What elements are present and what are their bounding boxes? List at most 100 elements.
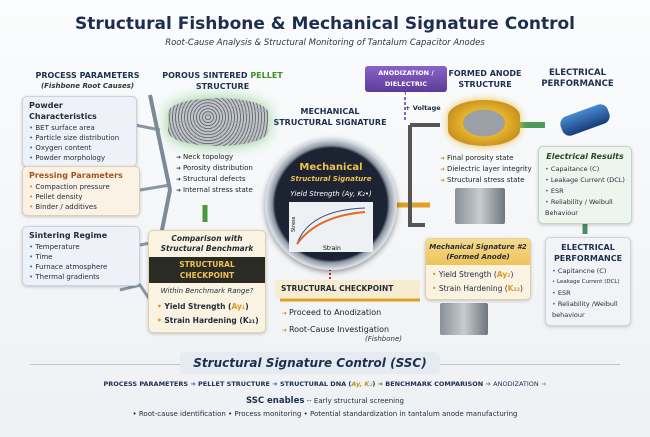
list-item: Capaitance (C) [545, 164, 625, 175]
mech-heading: MECHANICAL STRUCTURAL SIGNATURE [273, 107, 387, 127]
list-item: BET surface area [29, 123, 130, 133]
flow-step: PROCESS PARAMETERS [103, 380, 189, 388]
label: Yield Strength ( [438, 270, 497, 279]
flow-step: STRUCTURAL DNA ( [279, 380, 352, 388]
list-item: Furnace atmosphere [29, 262, 133, 272]
flow-paren: ) [372, 380, 376, 388]
list-item: Compaction pressure [29, 182, 133, 192]
bullet: Process monitoring [234, 410, 302, 418]
process-parameters-heading: PROCESS PARAMETERS(Fishbone Root Causes) [30, 70, 145, 92]
enables-label: SSC enables [245, 396, 305, 406]
bullet: Potential standardization in tantalum an… [309, 410, 518, 418]
checkpoint2-title: STRUCTURAL CHECKPOINT [275, 280, 420, 298]
list-item: ESR [545, 186, 625, 197]
page-title: Structural Fishbone & Mechanical Signatu… [74, 14, 576, 34]
label: Yield Strength ( [164, 302, 232, 311]
pellet-title-b: PELLET [250, 71, 283, 80]
ssc-flow: PROCESS PARAMETERS ➜ PELLET STRUCTURE ➜ … [103, 380, 547, 388]
group-title: Sintering Regime [29, 231, 108, 240]
benchmark-box: Comparison with Structural Benchmark STR… [148, 230, 266, 333]
list-item: Structural stress state [440, 175, 532, 186]
root-cause-option: Root-Cause Investigation [282, 322, 389, 339]
pellet-title-c: STRUCTURE [195, 82, 250, 91]
list-item: Particle size distribution [29, 133, 130, 143]
pellet-features: Neck topologyPorosity distributionStruct… [176, 152, 253, 196]
list-item: Thermal gradients [29, 272, 133, 282]
list-item: Reliability /Weibull behaviour [552, 299, 624, 321]
bullet: Root-cause identification [138, 410, 226, 418]
formed-anode-features: Final porosity stateDielectric layer int… [440, 153, 532, 186]
machine-icon [440, 303, 488, 335]
sintering-regime-box: Sintering Regime TemperatureTimeFurnace … [22, 226, 140, 286]
mechanical-signature-dial: Mechanical Structural Signature Yield St… [265, 138, 397, 270]
y-axis-label: Stress [291, 216, 297, 232]
voltage-label: + Voltage [405, 104, 441, 112]
formed-anode-image [448, 100, 520, 146]
checkpoint-label: STRUCTURAL CHECKPOINT [149, 257, 265, 283]
stress-strain-plot: Stress Strain [289, 202, 373, 252]
electrical-heading: ELECTRICAL PERFORMANCE [541, 68, 614, 89]
pellet-image [168, 98, 268, 146]
benchmark-yield: • Yield Strength (Ay₁) [157, 302, 249, 311]
benchmark-strain: • Strain Hardening (K₂₁) [157, 316, 259, 325]
list-item: Time [29, 252, 133, 262]
list-item: Reliability / Weibull Behaviour [545, 197, 625, 219]
process-subtitle: (Fishbone Root Causes) [40, 82, 135, 90]
checkpoint2-options: Proceed to Anodization Root-Cause Invest… [282, 305, 389, 339]
sig2-strain: • Strain Hardening (K₂₂) [432, 284, 523, 293]
list-item: Neck topology [176, 152, 253, 163]
paren: ) [510, 270, 514, 279]
benchmark-question: Within Benchmark Range? [160, 287, 254, 295]
sig2-title: Mechanical Signature #2 [429, 243, 527, 251]
list-item: Powder morphology [29, 153, 130, 163]
flow-step: PELLET STRUCTURE [198, 380, 270, 388]
powder-characteristics-box: Powder Characteristics BET surface areaP… [22, 96, 137, 167]
flow-step: ANODIZATION [493, 380, 539, 388]
symbol: Ay₂ [496, 270, 511, 279]
anodization-label2: DIELECTRIC FORMATION [384, 80, 428, 99]
sig2-subtitle: (Formed Anode) [446, 253, 510, 261]
enables-item: -- Early structural screening [306, 397, 405, 405]
box-title: ELECTRICAL PERFORMANCE [553, 243, 623, 263]
group-title: Pressing Parameters [29, 171, 123, 180]
mechanical-signature-2-box: Mechanical Signature #2 (Formed Anode) • … [425, 238, 531, 300]
symbol: K₂₁ [242, 316, 256, 325]
list-item: Internal stress state [176, 185, 253, 196]
page-subtitle: Root-Cause Analysis & Structural Monitor… [165, 38, 485, 48]
dial-yield: Yield Strength (Ay, K₂•) [290, 190, 372, 198]
label: Strain Hardening ( [438, 284, 508, 293]
paren: ) [520, 284, 523, 293]
list-item: Dielectric layer integrity [440, 164, 532, 175]
pellet-title-a: POROUS SINTERED [162, 71, 251, 80]
x-axis-label: Strain [323, 245, 341, 252]
list-item: Pellet density [29, 192, 133, 202]
paren: ) [245, 302, 249, 311]
label: Strain Hardening ( [164, 316, 243, 325]
dial-subtitle: Structural Signature [290, 175, 372, 183]
list-item: Porosity distribution [176, 163, 253, 174]
formed-anode-heading: FORMED ANODE STRUCTURE [448, 69, 522, 89]
list-item: Temperature [29, 242, 133, 252]
group-title: Powder Characteristics [29, 101, 97, 121]
list-item: Leakage Current (DCL) [545, 175, 625, 186]
paren: ) [255, 316, 259, 325]
proceed-option: Proceed to Anodization [282, 305, 389, 322]
symbol: K₂₂ [507, 284, 521, 293]
electrical-performance-box: ELECTRICAL PERFORMANCE Capitancne (C)Lea… [545, 237, 631, 326]
symbol: Ay₁ [231, 302, 246, 311]
list-item: Final porosity state [440, 153, 532, 164]
ssc-bullets: • Root-cause identification • Process mo… [132, 410, 518, 418]
flow-symbol: Ay, K₂ [351, 380, 373, 388]
list-item: ESR [552, 288, 624, 299]
anodization-box: ANODIZATION / DIELECTRIC FORMATION [365, 66, 447, 99]
anodization-label: ANODIZATION / [378, 69, 434, 77]
fishbone-note: (Fishbone) [365, 335, 402, 343]
ssc-enables: SSC enables -- Early structural screenin… [0, 396, 650, 406]
list-item: Leakage Current (DCL) [552, 277, 624, 288]
electrical-results-box: Electrical Results Capaitance (C)Leakage… [538, 146, 632, 224]
sig2-yield: • Yield Strength (Ay₂) [432, 270, 514, 279]
list-item: Oxygen content [29, 143, 130, 153]
flow-step: BENCHMARK COMPARISON [385, 380, 484, 388]
machine-icon [455, 188, 505, 224]
